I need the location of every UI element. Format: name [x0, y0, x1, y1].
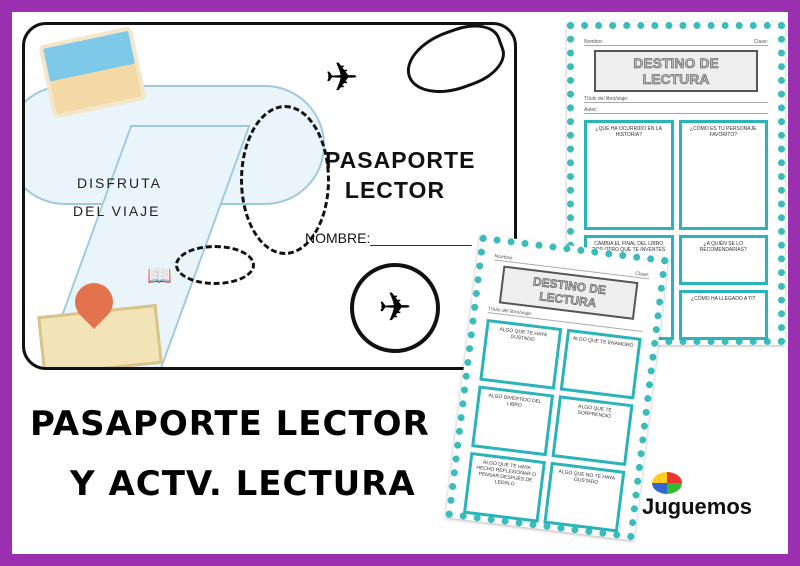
box: ¿A QUIÉN SE LO RECOMENDARÍAS?	[678, 235, 768, 285]
passport-title: PASAPORTE LECTOR	[325, 145, 476, 205]
worksheet-2: Nombre: Clase: DESTINO DE LECTURA Título…	[445, 234, 669, 541]
juguemos-logo: Juguemos	[642, 472, 752, 520]
airplane-icon: ✈	[325, 56, 359, 100]
headline-2: Y ACTV. LECTURA	[70, 464, 416, 504]
name-field: NOMBRE:_____________	[305, 230, 472, 246]
book-icon: 📖	[147, 265, 172, 287]
title-line-1: PASAPORTE	[325, 147, 476, 173]
box: ¿CÓMO ES TU PERSONAJE FAVORITO?	[678, 120, 768, 230]
headline-1: PASAPORTE LECTOR	[30, 404, 430, 444]
book-label: Título del libro/viaje:	[584, 96, 768, 103]
dashed-path	[175, 245, 255, 285]
box: ALGO QUE TE HAYA HECHO REFLEXIONAR O PEN…	[462, 451, 546, 523]
passport-card: DISFRUTA DEL VIAJE ✈ 📖 PASAPORTE LECTOR N…	[22, 22, 517, 370]
logo-icon	[652, 472, 682, 494]
box: ALGO QUE NO TE HAYA GUSTADO	[542, 461, 626, 533]
canvas: DISFRUTA DEL VIAJE ✈ 📖 PASAPORTE LECTOR N…	[12, 12, 788, 554]
sheet-grid: ALGO QUE TE HAYA GUSTADO ALGO QUE TE ENA…	[462, 318, 642, 533]
left-text-2: DEL VIAJE	[73, 203, 161, 219]
author-label: Autor:	[584, 107, 768, 114]
name-label: Nombre:	[494, 253, 514, 262]
sheet-banner: DESTINO DE LECTURA	[594, 50, 758, 92]
left-text-1: DISFRUTA	[77, 175, 162, 191]
box: ALGO QUE TE ENAMORÓ	[559, 328, 642, 400]
box: ALGO DIVERTIDO DEL LIBRO	[471, 385, 554, 457]
sheet-header: Nombre: Clase:	[584, 39, 768, 46]
name-label: Nombre:	[584, 39, 604, 45]
dashed-path	[240, 105, 330, 255]
box: ALGO QUE TE SORPRENDIÓ	[551, 395, 634, 466]
airplane-outline-icon	[397, 25, 513, 106]
class-label: Clase:	[753, 39, 768, 45]
box: ALGO QUE TE HAYA GUSTADO	[479, 318, 562, 390]
logo-text: Juguemos	[642, 494, 753, 519]
globe-icon: ✈	[350, 263, 440, 353]
title-line-2: LECTOR	[344, 177, 446, 203]
box: ¿QUÉ HA OCURRIDO EN LA HISTORIA?	[584, 120, 674, 230]
class-label: Clase:	[634, 270, 650, 279]
box: ¿CÓMO HA LLEGADO A TI?	[678, 290, 768, 340]
